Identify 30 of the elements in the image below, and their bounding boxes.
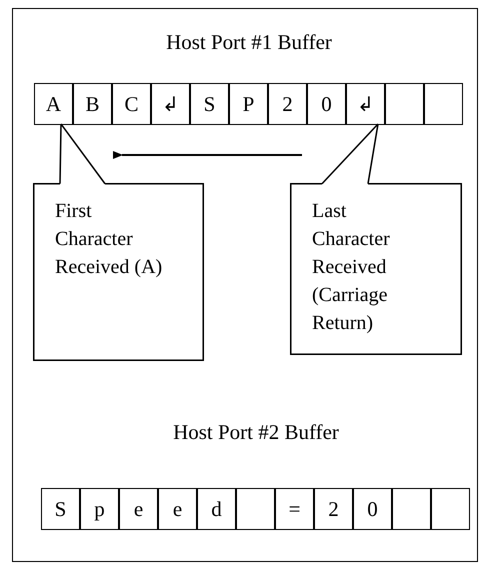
callout-box (290, 183, 462, 355)
buffer-cell: 2 (314, 488, 353, 530)
buffer-cell: A (34, 83, 73, 125)
callout-tail (59, 123, 106, 184)
buffer-cell: 0 (353, 488, 392, 530)
buffer-cell: p (80, 488, 119, 530)
callout-text: Last Character Received (Carriage Return) (312, 199, 391, 336)
buffer-cell: e (119, 488, 158, 530)
buffer-cell: P (229, 83, 268, 125)
buffer-heading: Host Port #1 Buffer (165, 30, 333, 55)
buffer-cell: 2 (268, 83, 307, 125)
buffer-cell: e (158, 488, 197, 530)
buffer-cell: 0 (307, 83, 346, 125)
callout-tail (321, 123, 379, 184)
buffer-cell (385, 83, 424, 125)
buffer-cell (424, 83, 463, 125)
buffer-heading: Host Port #2 Buffer (172, 420, 340, 445)
buffer-cell: ↲ (346, 83, 385, 125)
buffer-cell (392, 488, 431, 530)
buffer-cell (236, 488, 275, 530)
buffer-cell: d (197, 488, 236, 530)
buffer-cell: B (73, 83, 112, 125)
buffer-cell (431, 488, 470, 530)
buffer-cell: C (112, 83, 151, 125)
buffer-cell: S (190, 83, 229, 125)
buffer-cell: S (41, 488, 80, 530)
buffer-cell: ↲ (151, 83, 190, 125)
buffer-cell: = (275, 488, 314, 530)
callout-text: First Character Received (A) (55, 199, 164, 280)
callout-box (33, 183, 204, 361)
